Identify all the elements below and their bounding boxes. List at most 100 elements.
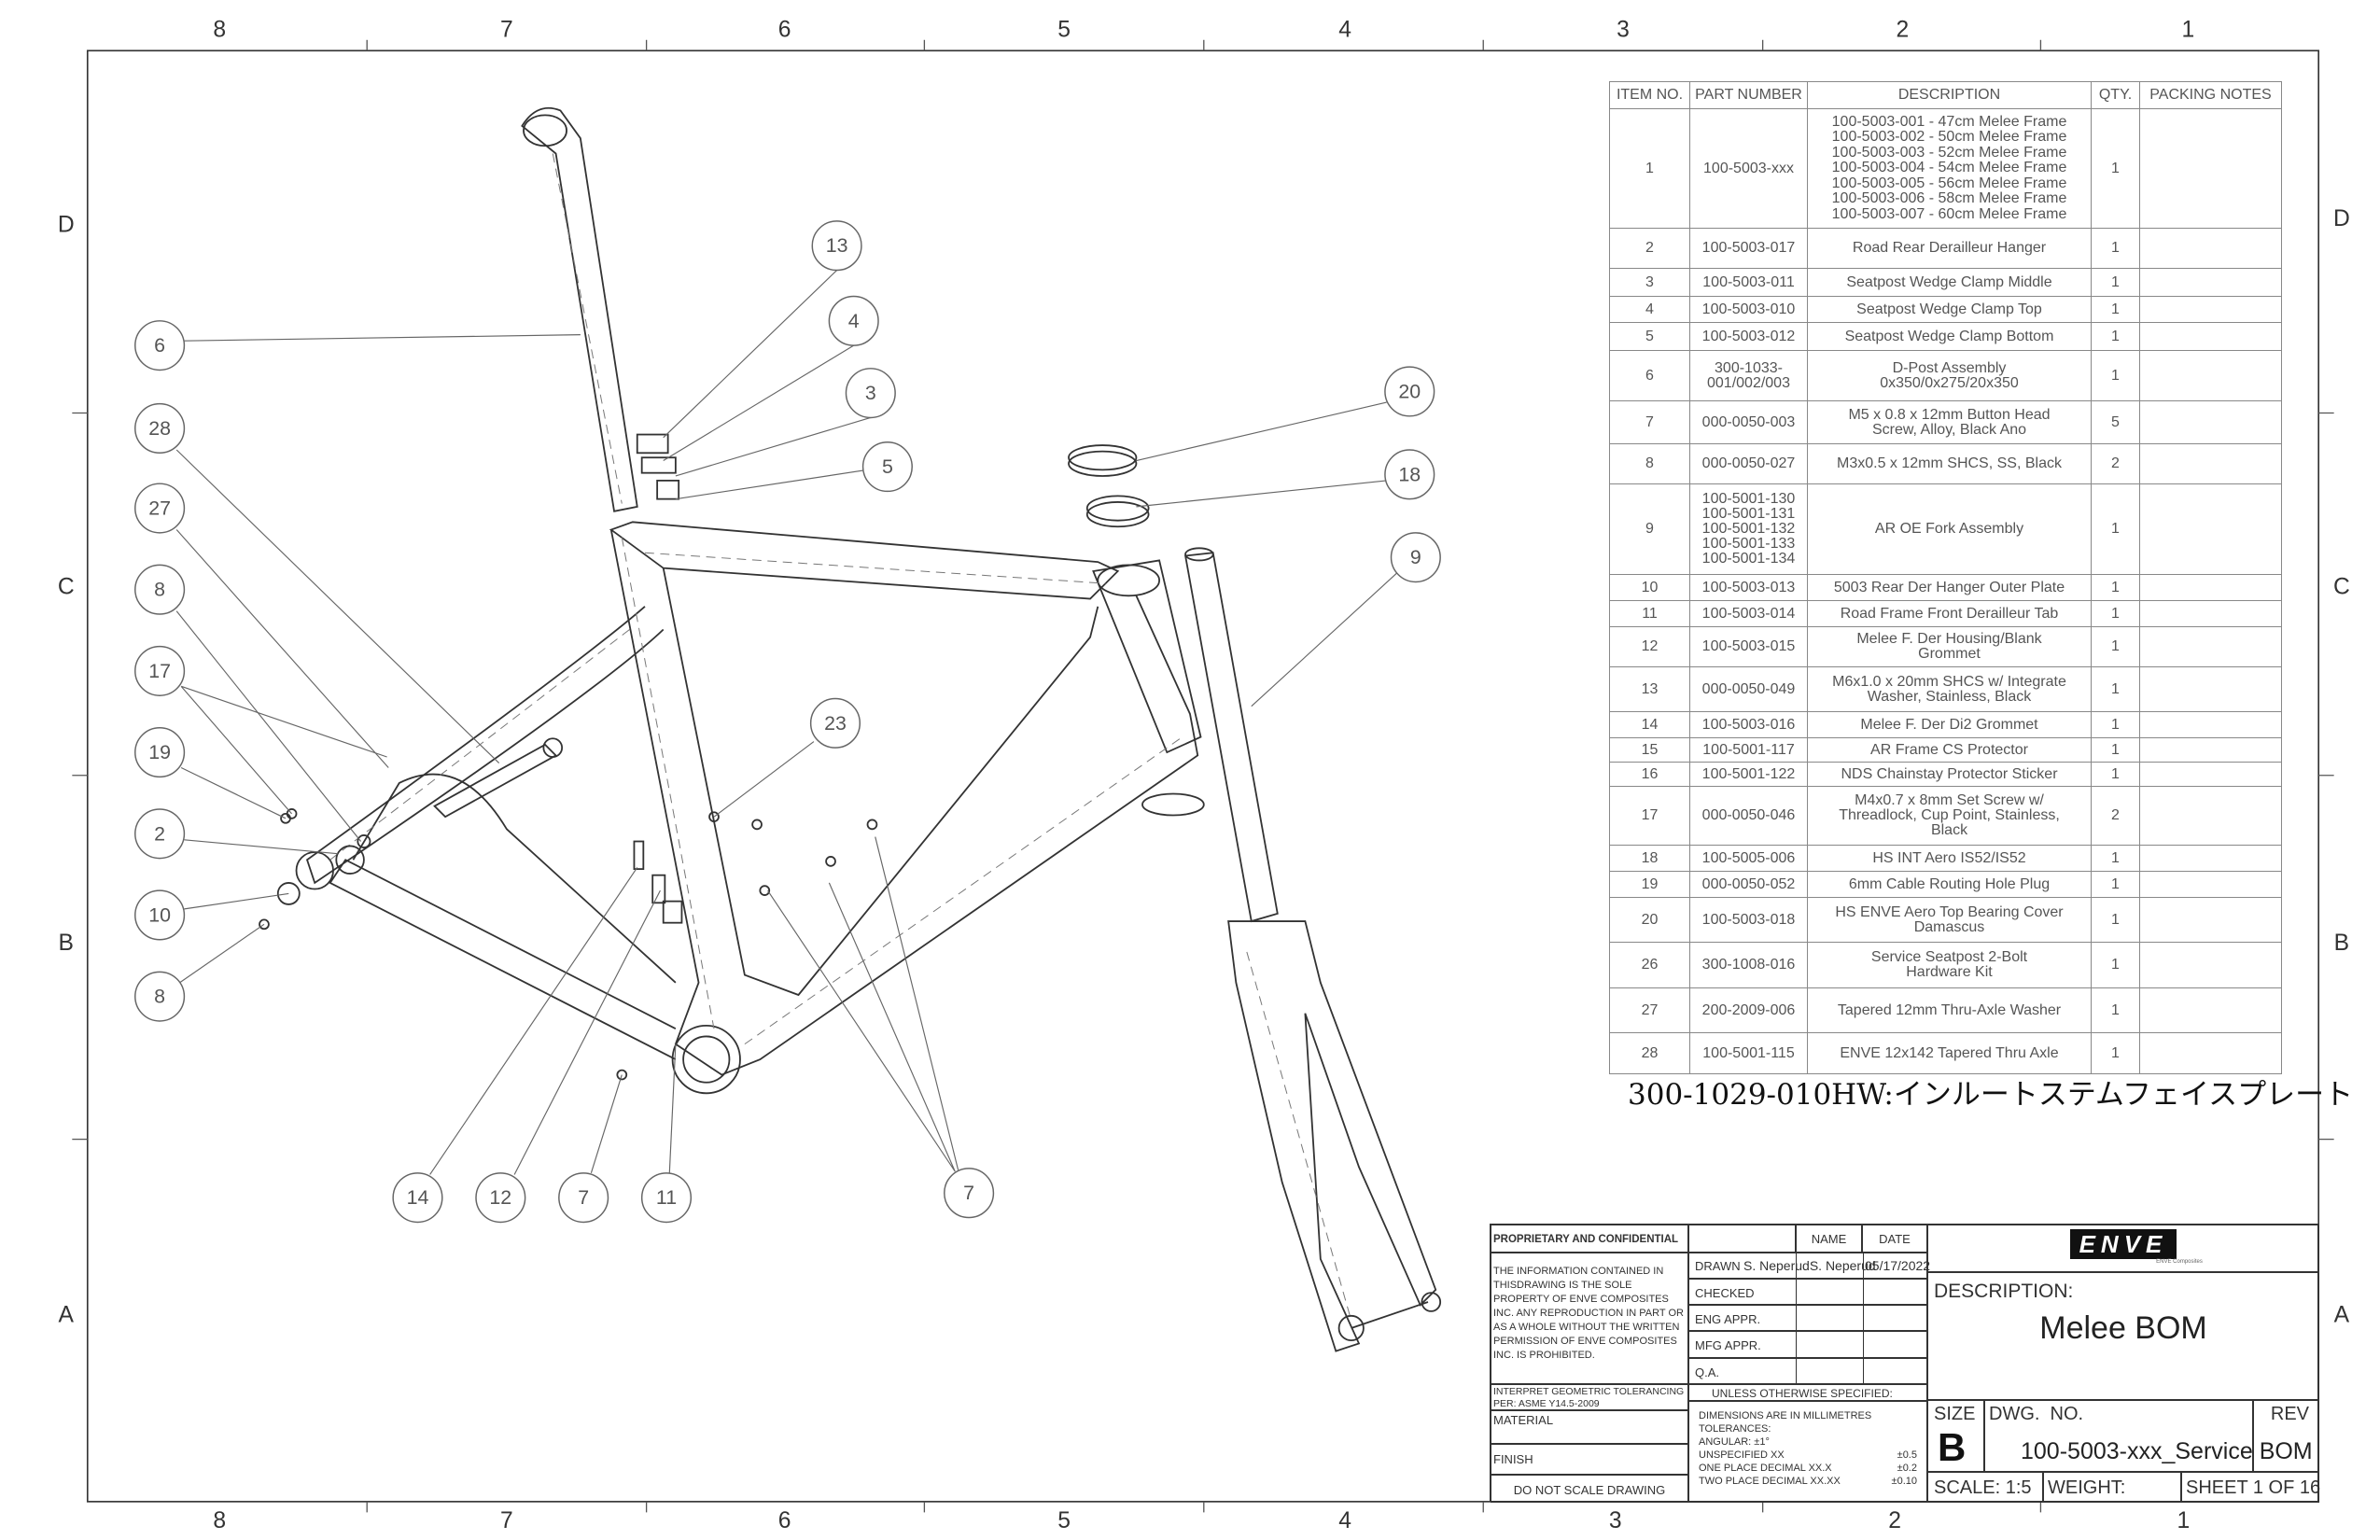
svg-text:7: 7: [963, 1182, 974, 1204]
svg-text:17: 17: [148, 660, 171, 682]
bom-cell-description: Melee F. Der Housing/Blank Grommet: [1807, 626, 2092, 667]
bom-cell-qty: 1: [2091, 942, 2140, 988]
bom-cell-packing-notes: [2139, 626, 2282, 667]
bom-cell-description: HS ENVE Aero Top Bearing Cover Damascus: [1807, 897, 2092, 943]
unless-specified: UNLESS OTHERWISE SPECIFIED:: [1688, 1384, 1927, 1401]
zone-row-label: C: [58, 575, 75, 600]
zone-col-label: 1: [2177, 1508, 2191, 1533]
dwg-no-label: DWG. NO.: [1989, 1404, 2084, 1424]
bom-cell-packing-notes: [2139, 711, 2282, 738]
bom-cell-qty: 1: [2091, 987, 2140, 1033]
bom-cell-item-no: 9: [1609, 483, 1690, 575]
balloon: 12: [475, 1172, 526, 1224]
bom-cell-item-no: 2: [1609, 228, 1690, 269]
bom-cell-packing-notes: [2139, 574, 2282, 601]
bom-cell-packing-notes: [2139, 737, 2282, 763]
bom-cell-item-no: 12: [1609, 626, 1690, 667]
bom-cell-item-no: 4: [1609, 296, 1690, 323]
bom-cell-part-number: 100-5001-122: [1689, 762, 1808, 787]
bom-cell-part-number: 300-1008-016: [1689, 942, 1808, 988]
balloon: 5: [861, 441, 913, 493]
small-hardware: [259, 808, 878, 1081]
bom-cell-item-no: 1: [1609, 108, 1690, 229]
bom-cell-description: 5003 Rear Der Hanger Outer Plate: [1807, 574, 2092, 601]
bom-cell-part-number: 000-0050-027: [1689, 443, 1808, 484]
balloon: 7: [558, 1172, 609, 1224]
bom-cell-packing-notes: [2139, 228, 2282, 269]
bom-cell-description: 100-5003-001 - 47cm Melee Frame 100-5003…: [1807, 108, 2092, 229]
bom-cell-item-no: 11: [1609, 600, 1690, 627]
tolerances-label: TOLERANCES:: [1699, 1423, 1771, 1435]
bom-cell-packing-notes: [2139, 1032, 2282, 1074]
drawing-border: [86, 49, 2320, 1503]
bom-cell-description: AR OE Fork Assembly: [1807, 483, 2092, 575]
bom-cell-description: Service Seatpost 2-Bolt Hardware Kit: [1807, 942, 2092, 988]
tolerance-row: UNSPECIFIED XX±0.5: [1699, 1449, 1917, 1462]
bom-cell-item-no: 3: [1609, 268, 1690, 297]
bom-cell-packing-notes: [2139, 322, 2282, 351]
svg-text:7: 7: [578, 1186, 589, 1209]
bom-cell-packing-notes: [2139, 871, 2282, 898]
logo-subtext: ENVE Composites: [2156, 1259, 2203, 1265]
interpret-tolerancing: INTERPRET GEOMETRIC TOLERANCING PER: ASM…: [1491, 1384, 1688, 1410]
bom-cell-part-number: 100-5001-115: [1689, 1032, 1808, 1074]
zone-col-label: 7: [500, 1508, 513, 1533]
bom-cell-item-no: 10: [1609, 574, 1690, 601]
bom-cell-part-number: 100-5003-013: [1689, 574, 1808, 601]
bom-cell-description: 6mm Cable Routing Hole Plug: [1807, 871, 2092, 898]
bom-cell-part-number: 100-5001-117: [1689, 737, 1808, 763]
bom-cell-qty: 2: [2091, 443, 2140, 484]
bom-cell-description: Road Frame Front Derailleur Tab: [1807, 600, 2092, 627]
bom-cell-description: AR Frame CS Protector: [1807, 737, 2092, 763]
logo-cell: ENVE ENVE Composites: [1927, 1225, 2319, 1272]
bom-cell-packing-notes: [2139, 350, 2282, 401]
balloon: 17: [134, 645, 186, 696]
svg-text:28: 28: [148, 417, 171, 440]
bom-cell-item-no: 16: [1609, 762, 1690, 787]
zone-row-label: B: [2334, 931, 2349, 956]
svg-text:9: 9: [1410, 546, 1421, 568]
bom-cell-qty: 1: [2091, 845, 2140, 872]
balloon: 8: [134, 564, 186, 615]
balloon: 28: [134, 402, 186, 455]
bom-cell-part-number: 100-5003-018: [1689, 897, 1808, 943]
seat-clamp: [636, 433, 680, 500]
size-cell: SIZE B: [1927, 1400, 1984, 1472]
zone-col-label: 2: [1896, 17, 1909, 42]
zone-col-label: 1: [2181, 17, 2194, 42]
bom-cell-part-number: 100-5003-017: [1689, 228, 1808, 269]
svg-text:4: 4: [848, 310, 860, 332]
bom-cell-item-no: 13: [1609, 666, 1690, 712]
bom-cell-item-no: 20: [1609, 897, 1690, 943]
thru-axle: [433, 737, 564, 819]
bom-cell-description: Melee F. Der Di2 Grommet: [1807, 711, 2092, 738]
bom-cell-qty: 1: [2091, 574, 2140, 601]
bom-cell-qty: 1: [2091, 626, 2140, 667]
bom-cell-description: Road Rear Derailleur Hanger: [1807, 228, 2092, 269]
mfg-appr-row: MFG APPR.: [1688, 1331, 1927, 1358]
col-header-packing-notes: PACKING NOTES: [2139, 81, 2282, 109]
bom-cell-part-number: 000-0050-052: [1689, 871, 1808, 898]
bom-cell-packing-notes: [2139, 400, 2282, 444]
qa-row: Q.A.: [1688, 1358, 1927, 1384]
bom-cell-item-no: 17: [1609, 786, 1690, 846]
bom-cell-packing-notes: [2139, 897, 2282, 943]
zone-col-label: 3: [1617, 17, 1630, 42]
bom-cell-description: M4x0.7 x 8mm Set Screw w/ Threadlock, Cu…: [1807, 786, 2092, 846]
svg-text:8: 8: [154, 579, 165, 601]
rev-label: REV: [2270, 1404, 2309, 1424]
svg-text:12: 12: [489, 1186, 511, 1209]
svg-text:6: 6: [154, 334, 165, 357]
bom-cell-part-number: 300-1033- 001/002/003: [1689, 350, 1808, 401]
drawn-row: DRAWN S. NeperudS. Neperud 05/17/2022: [1688, 1253, 1930, 1279]
tolerance-value: ±0.2: [1897, 1463, 1917, 1474]
balloon: 6: [134, 320, 186, 371]
bom-cell-part-number: 100-5003-014: [1689, 600, 1808, 627]
bom-cell-qty: 1: [2091, 483, 2140, 575]
bom-cell-part-number: 000-0050-003: [1689, 400, 1808, 444]
main-frame: [295, 521, 1202, 1095]
